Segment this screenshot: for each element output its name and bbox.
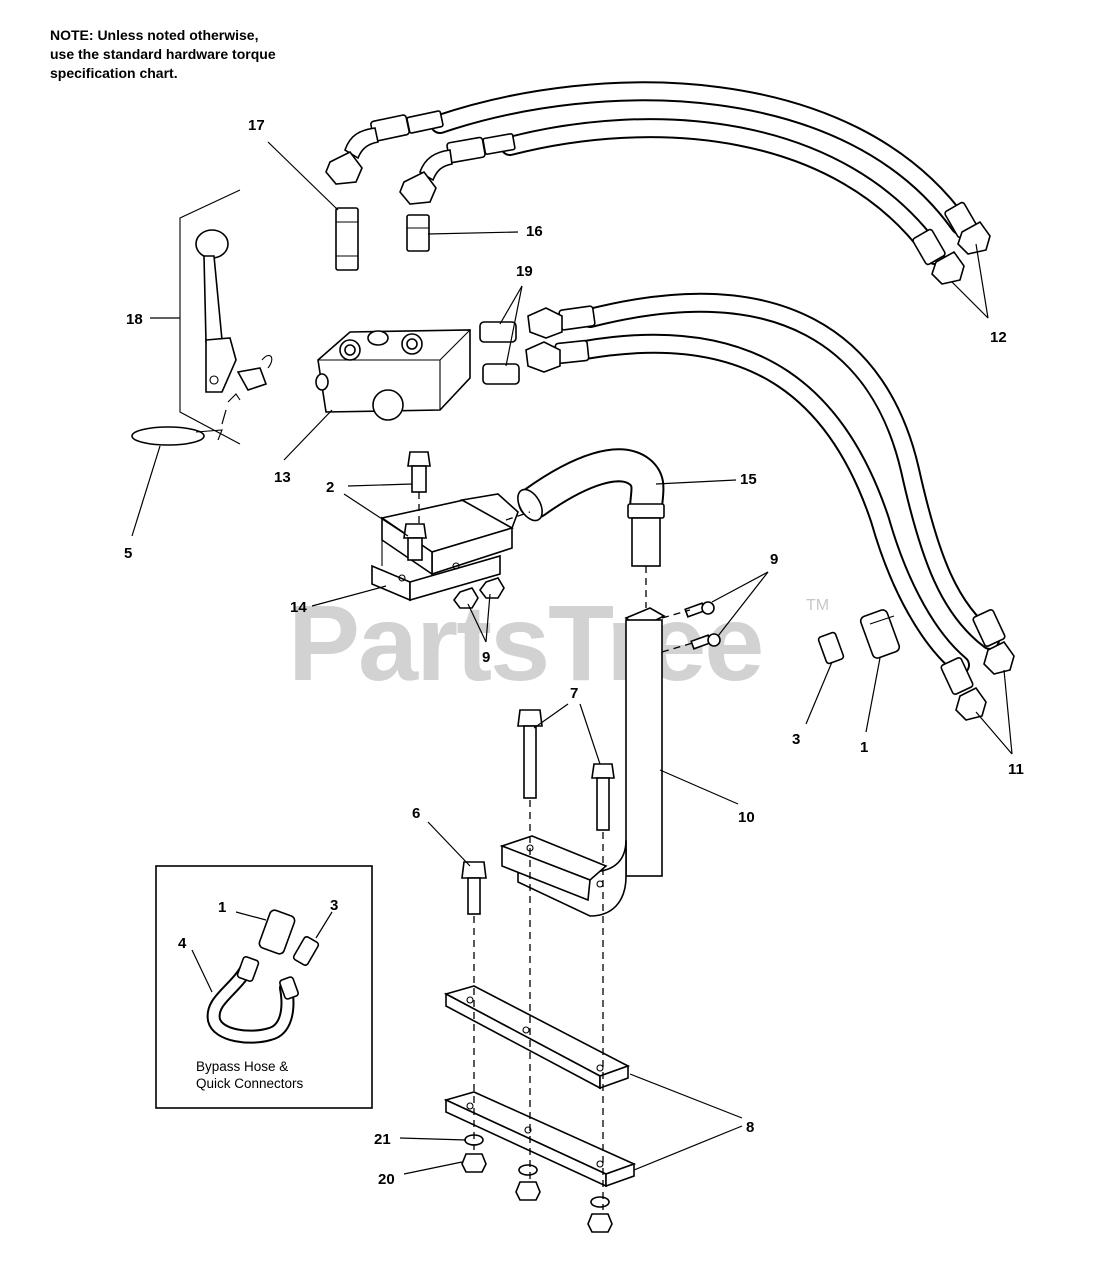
callout-7: 7 xyxy=(570,685,578,702)
callout-14: 14 xyxy=(290,599,307,616)
leader-lines xyxy=(131,141,1013,1175)
watermark-text: PartsTree xyxy=(288,582,762,703)
callout-11: 11 xyxy=(1008,761,1024,778)
fitting-16[interactable] xyxy=(406,214,430,252)
nuts-9-lower[interactable] xyxy=(453,577,505,609)
callout-21: 21 xyxy=(374,1131,391,1148)
cable-tie-5[interactable] xyxy=(131,426,223,446)
inset-caption-line-2: Quick Connectors xyxy=(196,1076,304,1091)
callout-1: 1 xyxy=(860,739,868,756)
bolt-6[interactable] xyxy=(461,861,487,915)
callout-6: 6 xyxy=(412,805,420,822)
callout-20: 20 xyxy=(378,1171,395,1188)
callout-15: 15 xyxy=(740,471,757,488)
inset-caption-line-1: Bypass Hose & xyxy=(196,1059,288,1074)
callout-13: 13 xyxy=(274,469,291,486)
watermark-trademark: TM xyxy=(806,597,829,614)
adapter-17[interactable] xyxy=(335,207,359,271)
callout-9-lower: 9 xyxy=(482,649,490,666)
note-line-3: specification chart. xyxy=(50,65,178,81)
alignment-lines xyxy=(418,492,697,1210)
coupler-1[interactable] xyxy=(859,609,901,660)
callout-16: 16 xyxy=(526,223,543,240)
bolt-7-right[interactable] xyxy=(591,763,615,831)
screws-9-upper[interactable] xyxy=(684,601,721,650)
coupler-3[interactable] xyxy=(817,631,845,665)
nuts-20[interactable] xyxy=(461,1153,613,1233)
plates-8[interactable] xyxy=(443,985,637,1188)
bolt-2-lower[interactable] xyxy=(403,523,427,561)
note-line-2: use the standard hardware torque xyxy=(50,46,276,62)
callout-5: 5 xyxy=(124,545,132,562)
inset-callout-3: 3 xyxy=(330,897,338,914)
bolt-2-upper[interactable] xyxy=(407,451,431,493)
callout-9-upper: 9 xyxy=(770,551,778,568)
hose-pair-11[interactable] xyxy=(525,292,1015,721)
hose-pair-12[interactable] xyxy=(325,81,991,285)
inset-callout-1: 1 xyxy=(218,899,226,916)
callout-12: 12 xyxy=(990,329,1007,346)
callout-17: 17 xyxy=(248,117,265,134)
callout-8: 8 xyxy=(746,1119,754,1136)
washers-21[interactable] xyxy=(464,1134,610,1208)
control-valve-13[interactable] xyxy=(315,329,471,421)
fittings-19[interactable] xyxy=(479,321,520,385)
callout-19: 19 xyxy=(516,263,533,280)
elbow-hose-15[interactable] xyxy=(513,448,665,567)
callout-18: 18 xyxy=(126,311,143,328)
stand-tube-10[interactable] xyxy=(499,607,666,917)
bypass-hose-inset xyxy=(155,865,373,1109)
control-handle-18[interactable] xyxy=(179,189,273,445)
bolt-7-left[interactable] xyxy=(517,709,543,799)
inset-callout-4: 4 xyxy=(178,935,187,952)
torque-note: NOTE: Unless noted otherwise, use the st… xyxy=(50,26,276,83)
callout-2: 2 xyxy=(326,479,334,496)
callout-3: 3 xyxy=(792,731,800,748)
note-line-1: NOTE: Unless noted otherwise, xyxy=(50,27,259,43)
callout-10: 10 xyxy=(738,809,755,826)
